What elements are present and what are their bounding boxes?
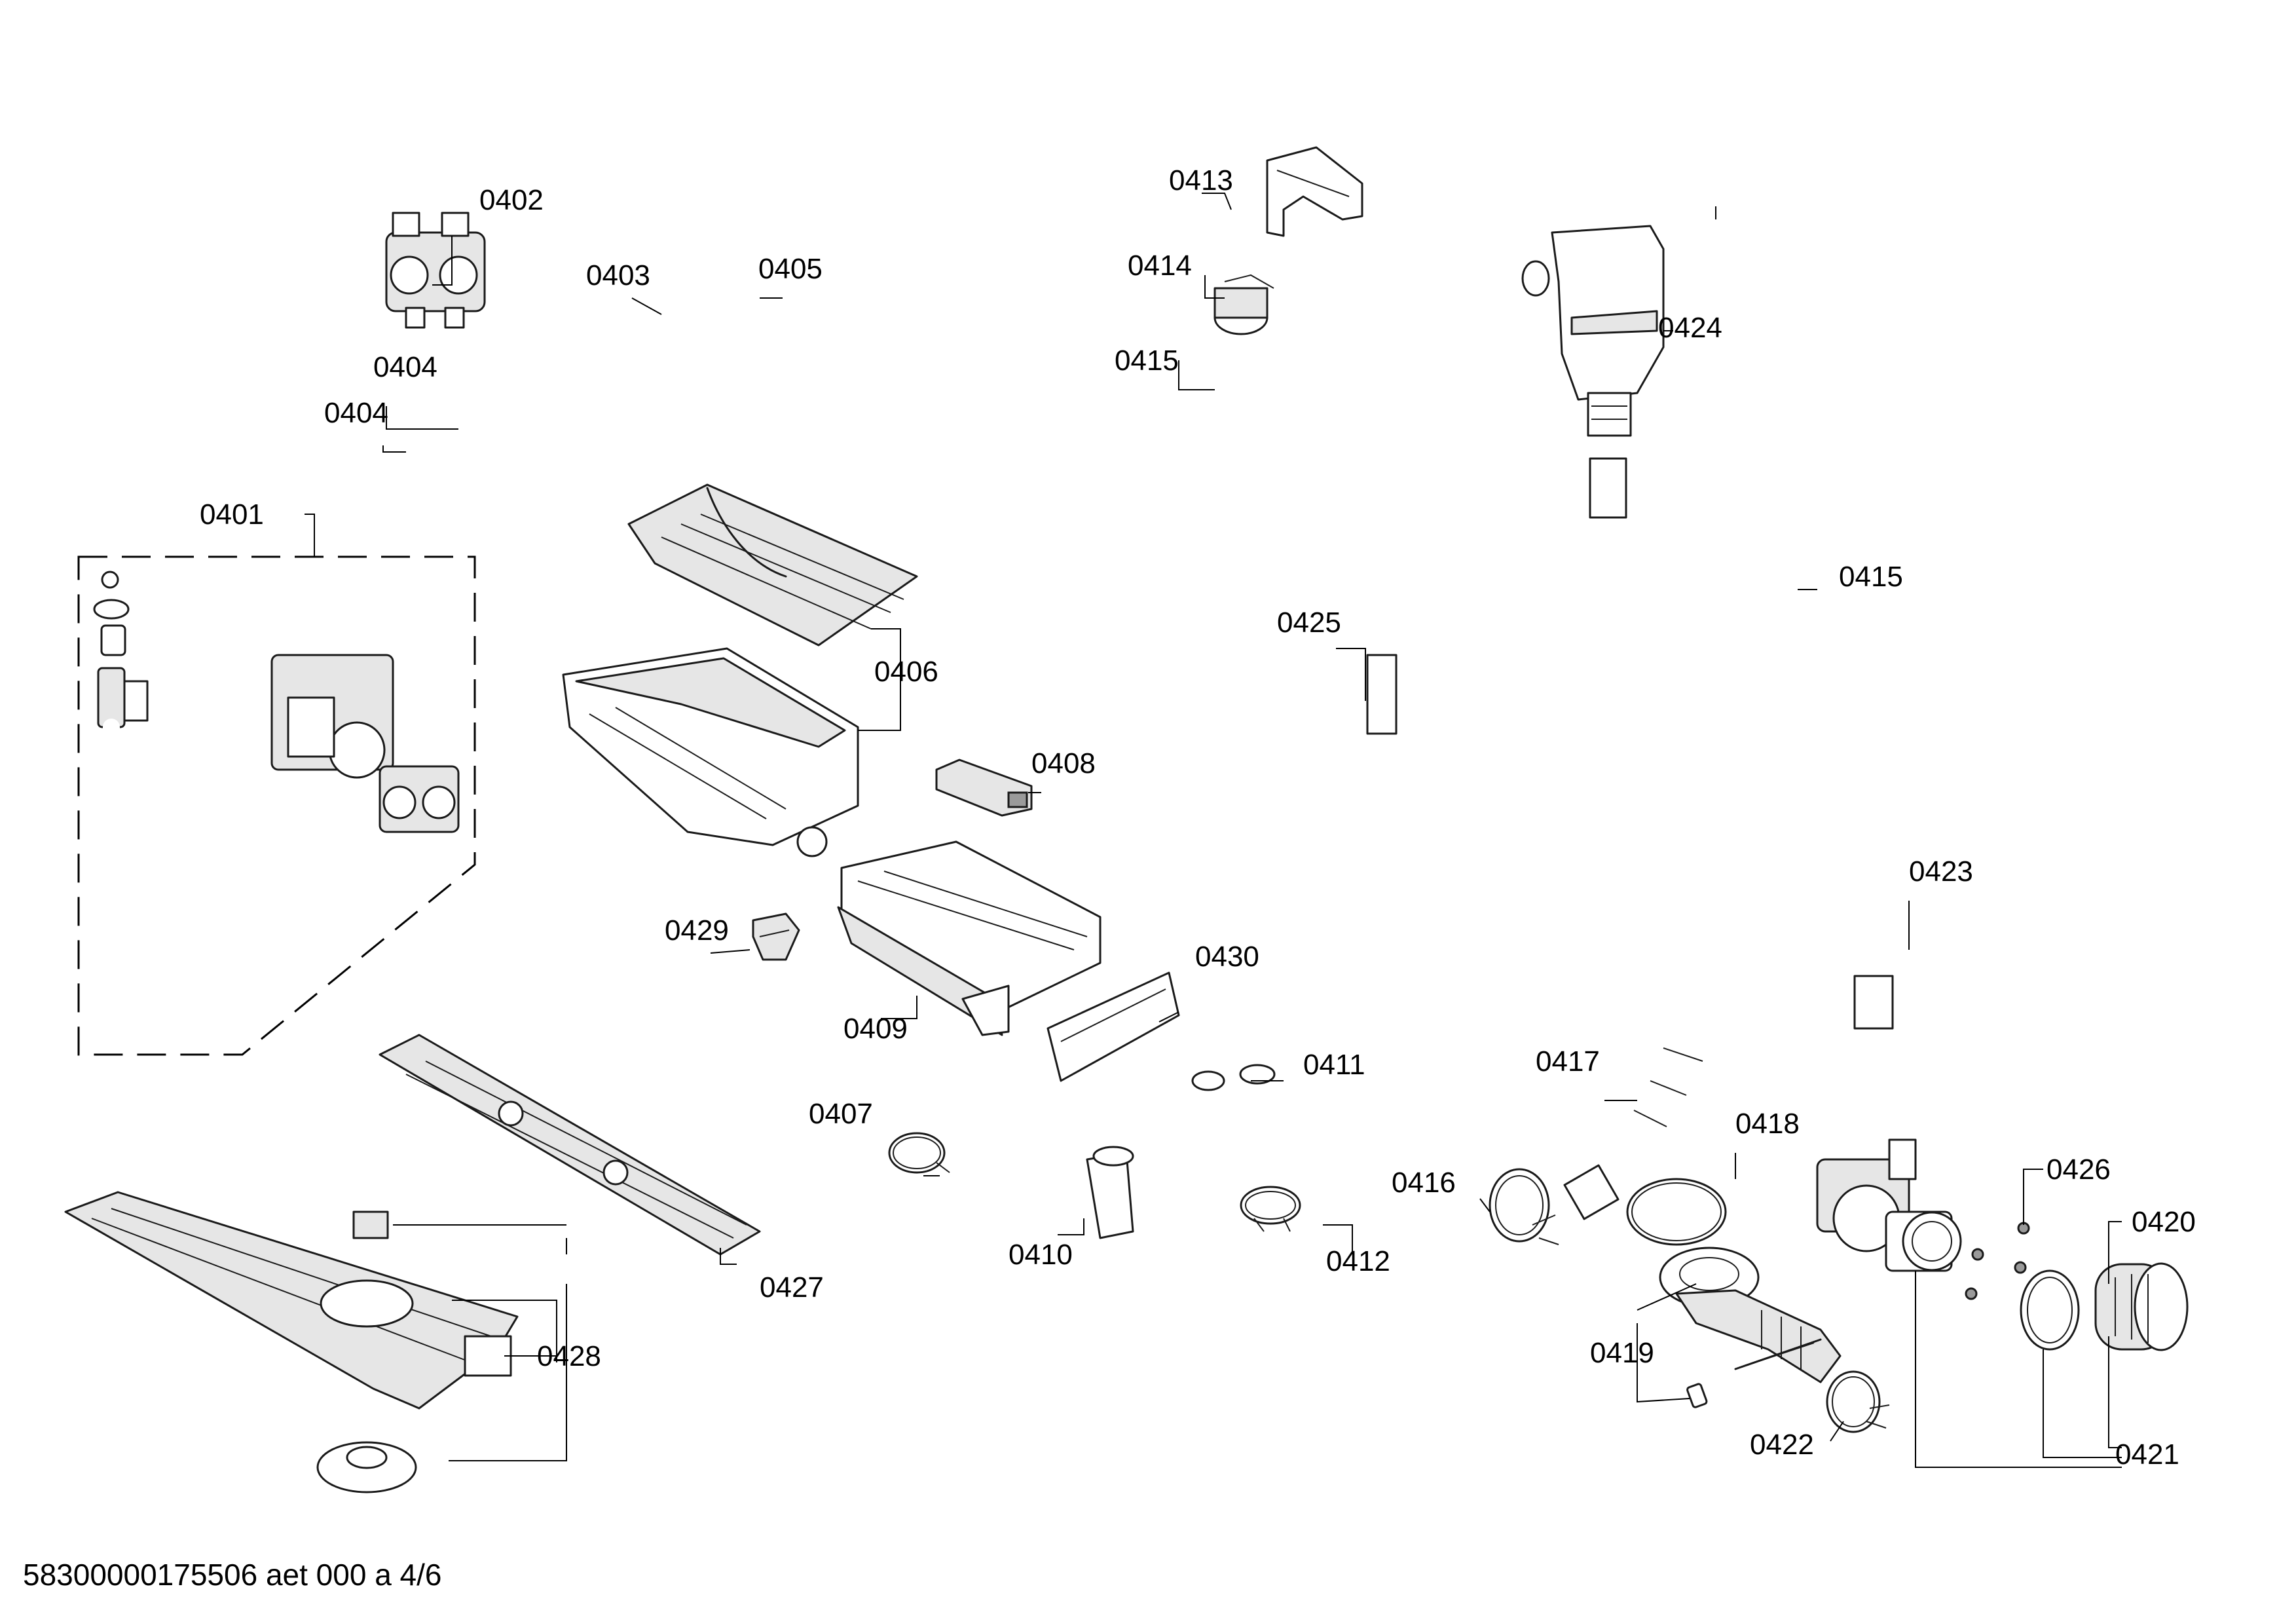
label-0420: 0420 [2132, 1206, 2196, 1238]
part-0428-base-tray [64, 1191, 519, 1493]
label-0415-b: 0415 [1839, 561, 1903, 593]
label-0416: 0416 [1392, 1167, 1456, 1199]
part-0409-detergent-drawer [837, 840, 1102, 1036]
label-0403: 0403 [586, 259, 650, 291]
label-0413: 0413 [1169, 164, 1233, 197]
document-reference: 58300000175506 aet 000 a 4/6 [23, 1558, 442, 1592]
part-0418-ring [1626, 1178, 1727, 1246]
callout-labels: 0402 0403 0405 0404 0404 0401 0406 0408 … [200, 164, 2196, 1471]
label-0411: 0411 [1303, 1049, 1365, 1081]
part-0404-hoses [399, 400, 635, 472]
label-0406: 0406 [874, 656, 938, 688]
label-0404-a: 0404 [373, 351, 437, 383]
part-0423-hose [1589, 457, 1894, 1030]
label-0429: 0429 [665, 914, 729, 947]
part-0429-clip [752, 912, 800, 961]
label-0422: 0422 [1750, 1429, 1814, 1461]
part-0403-hose [472, 285, 691, 401]
part-0410-elbow [1045, 1146, 1134, 1239]
part-0424-housing [1551, 225, 1665, 437]
label-0405: 0405 [758, 253, 823, 285]
part-drain-pump [1816, 1138, 1962, 1272]
part-0405-hose [689, 287, 764, 457]
label-0423: 0423 [1909, 855, 1973, 888]
label-0427: 0427 [760, 1271, 824, 1304]
label-0410: 0410 [1009, 1239, 1073, 1271]
part-0425-hose [1366, 203, 1550, 735]
part-0430-drawer-front [1046, 971, 1180, 1082]
label-0402: 0402 [479, 184, 544, 216]
part-0422-clamp [1826, 1370, 1890, 1433]
label-0421: 0421 [2115, 1438, 2179, 1471]
part-0416-clamp [1489, 1168, 1559, 1245]
part-0421-filter [2094, 1262, 2189, 1351]
part-0401-aquastop-assembly [77, 555, 476, 1056]
part-0427-bracket [379, 1034, 761, 1256]
part-0426-screws [1965, 1222, 2030, 1300]
label-0424: 0424 [1658, 312, 1722, 344]
label-0428: 0428 [537, 1340, 601, 1372]
label-0425: 0425 [1277, 607, 1341, 639]
part-0406-detergent-housing [562, 483, 918, 857]
label-0419: 0419 [1590, 1337, 1654, 1369]
part-0419-bellows [1659, 1247, 1842, 1408]
label-0412: 0412 [1326, 1245, 1390, 1277]
part-0413-clip [1266, 146, 1363, 237]
part-0408-lever [935, 759, 1033, 817]
part-0414-cap [1213, 274, 1274, 335]
label-0408: 0408 [1031, 747, 1096, 779]
label-0414: 0414 [1128, 250, 1192, 282]
label-0407: 0407 [809, 1098, 873, 1130]
label-0426: 0426 [2046, 1154, 2111, 1186]
part-0402-double-valve [385, 212, 486, 329]
label-0430: 0430 [1195, 941, 1259, 973]
label-0417: 0417 [1536, 1045, 1600, 1078]
part-0407-clamp [888, 1132, 950, 1174]
part-0411-trap [1191, 1062, 1295, 1184]
part-0417-corrugated-hose [1563, 926, 1714, 1220]
part-0420-seal [2020, 1269, 2080, 1351]
part-0412-clamp [1240, 1186, 1301, 1232]
label-0415-a: 0415 [1115, 345, 1179, 377]
label-0409: 0409 [843, 1013, 908, 1045]
leader-lines [305, 193, 2122, 1468]
part-0415-hose-small [1134, 358, 1237, 441]
label-0401: 0401 [200, 498, 264, 531]
part-0415-hose-long [1664, 584, 1799, 919]
label-0418: 0418 [1735, 1108, 1800, 1140]
label-0404-b: 0404 [324, 397, 388, 429]
